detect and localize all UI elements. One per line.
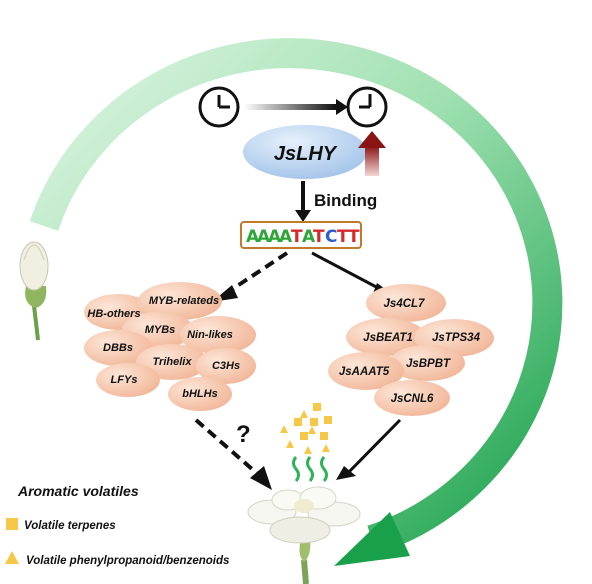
- tf-label: HB-others: [87, 308, 140, 320]
- tf-label: C3Hs: [212, 360, 240, 372]
- legend-terpene-swatch: [6, 518, 18, 530]
- tf-node: [180, 316, 256, 354]
- upregulation-arrow-icon: [358, 131, 386, 176]
- gene-label: JsTPS34: [432, 332, 481, 344]
- tf-node: [168, 377, 232, 411]
- tf-label: Trihelix: [153, 356, 193, 368]
- gene-label: JsAAAT5: [339, 366, 390, 378]
- solid-arrow-flower: [343, 418, 402, 478]
- svg-text:A: A: [246, 227, 260, 247]
- tf-label: LFYs: [111, 374, 138, 386]
- svg-text:T: T: [337, 227, 349, 247]
- tf-node: [196, 348, 256, 384]
- svg-text:A: A: [302, 227, 316, 247]
- protein-label: JsLHY: [274, 143, 338, 165]
- solid-arrow-genes: [311, 251, 383, 292]
- svg-text:T: T: [313, 227, 325, 247]
- gene-node: [374, 380, 450, 416]
- svg-text:A: A: [257, 227, 271, 247]
- cycle-arrow: [29, 38, 563, 555]
- tf-label: bHLHs: [182, 388, 217, 400]
- tf-label: DBBs: [103, 342, 133, 354]
- gene-node: [328, 352, 404, 390]
- svg-text:C: C: [325, 227, 337, 247]
- tf-node: [138, 282, 222, 320]
- legend-title: Aromatic volatiles: [17, 483, 139, 499]
- clock-icon-late: [346, 86, 388, 128]
- svg-text:T: T: [291, 227, 303, 247]
- clock-progress-arrow: [244, 99, 348, 115]
- legend-phenyl-swatch: [5, 551, 19, 564]
- gene-label: Js4CL7: [384, 298, 426, 310]
- tf-node: [84, 330, 152, 366]
- open-flower-icon: [247, 486, 361, 584]
- tf-label: MYBs: [145, 324, 176, 336]
- dashed-arrow-unknown: [194, 418, 262, 478]
- gene-label: JsBPBT: [406, 358, 451, 370]
- gene-node: [389, 345, 465, 381]
- cycle-arrowhead: [334, 512, 410, 566]
- motif-logo-box: [240, 221, 362, 249]
- tf-node: [96, 363, 160, 397]
- legend-phenyl-label: Volatile phenylpropanoid/benzenoids: [26, 555, 229, 567]
- gene-label: JsCNL6: [391, 393, 434, 405]
- gene-label: JsBEAT1: [363, 332, 413, 344]
- svg-text:A: A: [279, 227, 293, 247]
- binding-label: Binding: [314, 191, 377, 210]
- tf-label: Nin-likes: [187, 329, 233, 341]
- svg-text:A: A: [268, 227, 282, 247]
- volatile-cloud: [280, 403, 332, 454]
- tf-label: MYB-relateds: [149, 295, 219, 307]
- dashed-arrow-tf: [226, 251, 289, 294]
- gene-cluster: Js4CL7 JsBEAT1 JsTPS34 JsBPBT JsAAAT5 Js…: [328, 284, 494, 416]
- protein-node: [243, 125, 367, 179]
- legend-terpene-label: Volatile terpenes: [24, 520, 116, 532]
- gene-node: [366, 284, 446, 322]
- clock-icon-early: [198, 86, 240, 128]
- scent-waves: [292, 456, 328, 482]
- svg-text:T: T: [348, 227, 360, 247]
- question-mark: ?: [236, 421, 251, 448]
- gene-node: [346, 318, 426, 356]
- motif-logo: A A A A T A T C T T: [246, 227, 360, 247]
- flower-bud-icon: [19, 241, 49, 341]
- tf-cluster: MYB-relateds HB-others MYBs Nin-likes DB…: [84, 282, 256, 411]
